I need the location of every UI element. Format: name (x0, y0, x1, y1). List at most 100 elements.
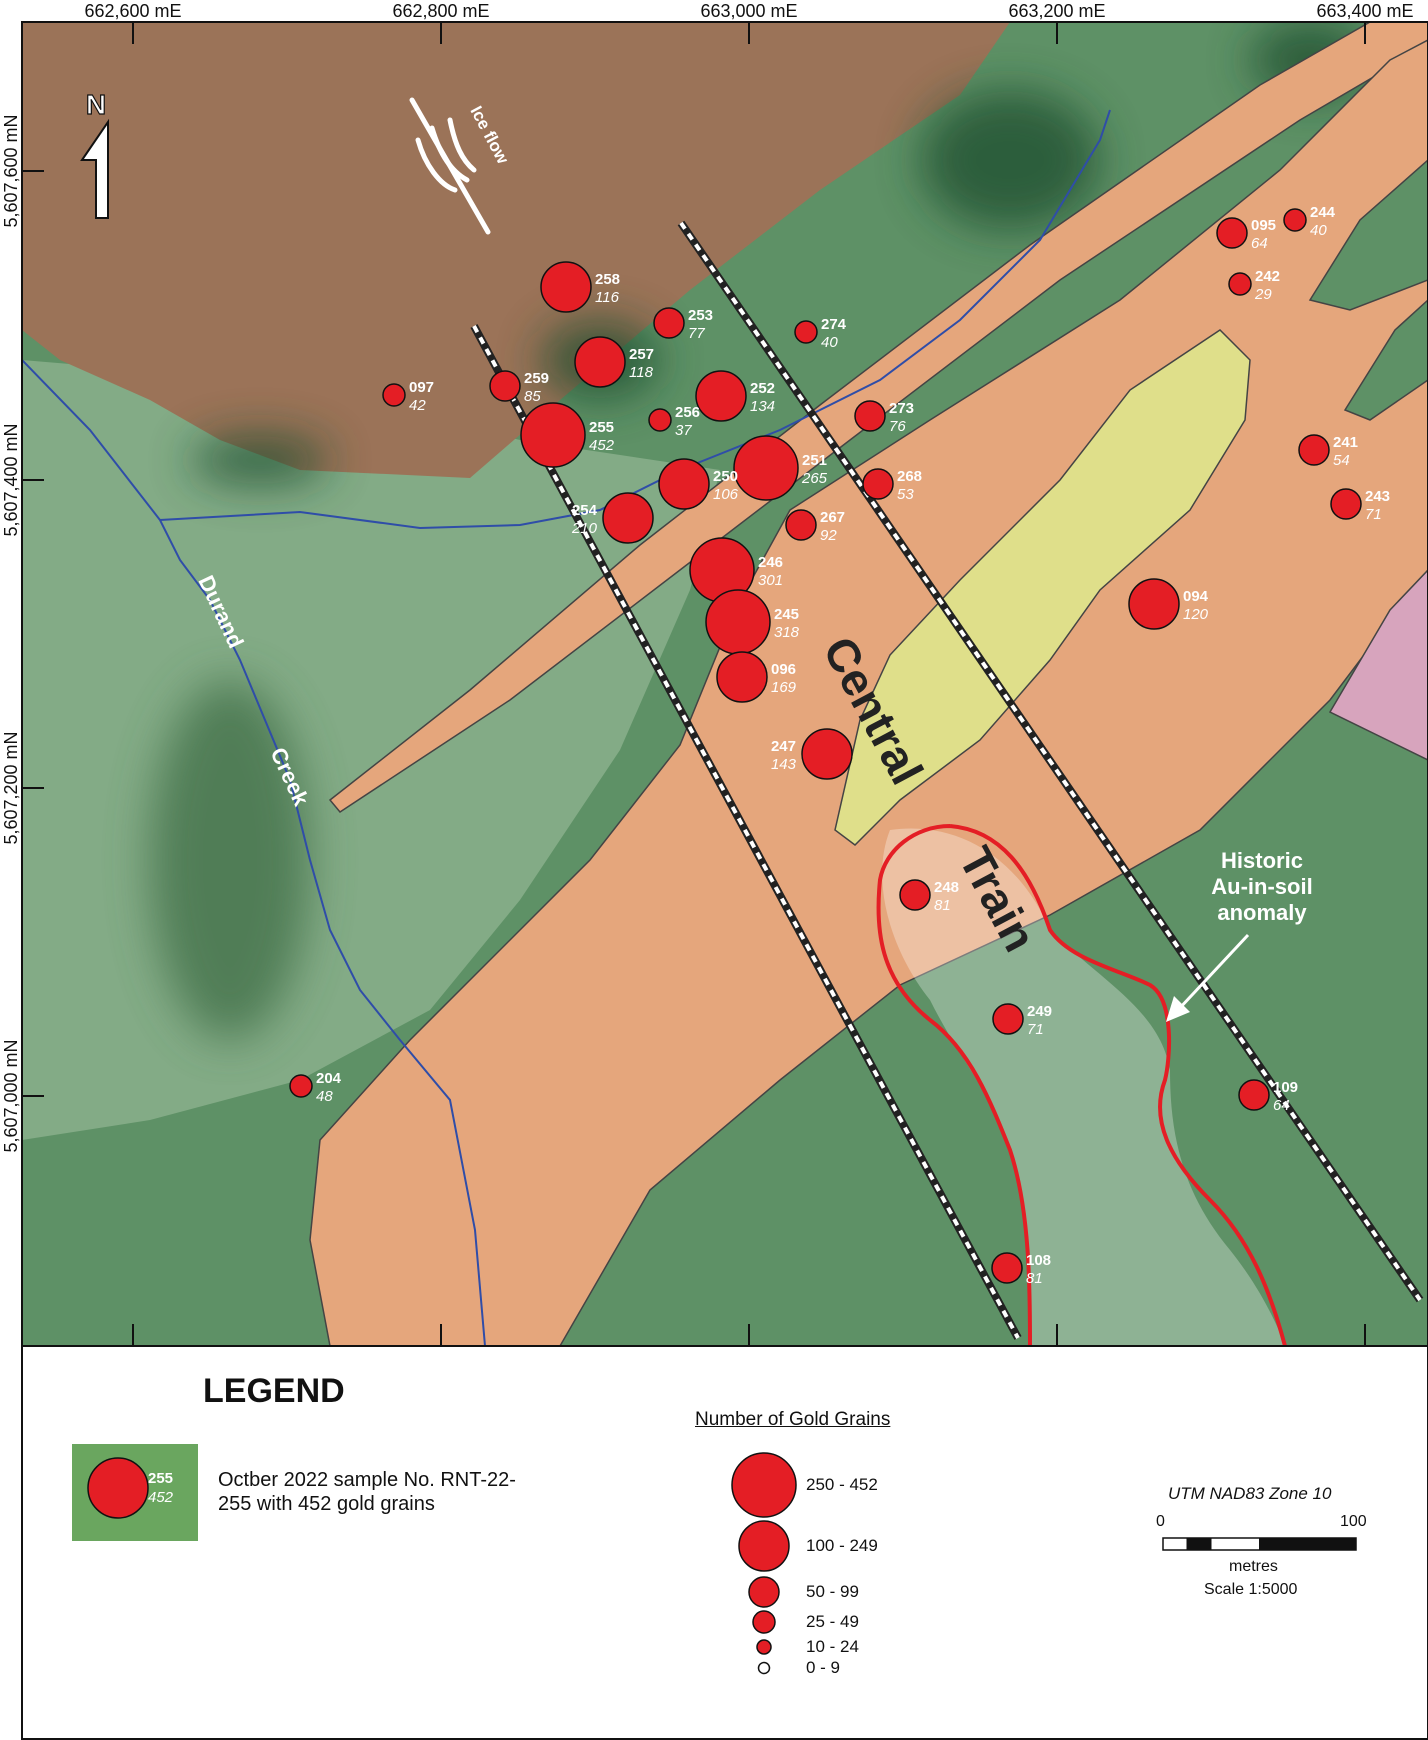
sample-id-label: 252 (750, 380, 775, 397)
sample-id-label: 253 (688, 307, 713, 324)
sample-symbol (733, 435, 799, 501)
class-symbol (756, 1639, 772, 1655)
scale-start-label: 0 (1156, 1513, 1165, 1530)
brown-unit (22, 22, 1010, 478)
pink-unit (1328, 568, 1428, 761)
sample-symbol (1216, 217, 1248, 249)
sample-symbol (785, 509, 817, 541)
sample-id-label: 250 (713, 468, 738, 485)
sample-symbol (991, 1252, 1023, 1284)
sample-grains-label: 53 (897, 486, 914, 503)
green-sliver (1308, 158, 1428, 311)
legend-example-grains: 452 (148, 1489, 174, 1506)
scale-end-label: 100 (1340, 1513, 1367, 1530)
scale-units-label: metres (1229, 1558, 1278, 1575)
orange-unit (309, 39, 1428, 1346)
sample-grains-label: 318 (774, 624, 800, 641)
sample-id-label: 096 (771, 661, 796, 678)
sample-grains-label: 120 (1183, 606, 1209, 623)
sample-id-label: 094 (1183, 588, 1209, 605)
anomaly-pointer-arrow-icon (1166, 933, 1250, 1022)
north-arrow-icon: N (80, 88, 109, 219)
frame-ticks (22, 22, 1366, 1346)
sample-id-label: 273 (889, 400, 914, 417)
sample-grains-label: 37 (675, 422, 692, 439)
sample-symbol (540, 261, 592, 313)
sample-grains-label: 64 (1251, 235, 1268, 252)
sample-grains-label: 134 (750, 398, 775, 415)
sample-id-label: 247 (771, 738, 796, 755)
sample-id-label: 241 (1333, 434, 1358, 451)
easting-label: 662,800 mE (392, 1, 489, 21)
projection-label: UTM NAD83 Zone 10 (1168, 1484, 1332, 1503)
sample-id-label: 249 (1027, 1003, 1052, 1020)
sample-grains-label: 76 (889, 418, 906, 435)
sample-id-label: 257 (629, 346, 654, 363)
anomaly-area (882, 828, 1285, 1346)
sample-symbol (794, 320, 818, 344)
sample-symbol (520, 402, 586, 468)
sample-symbol (648, 408, 672, 432)
class-label: 0 - 9 (806, 1658, 841, 1677)
class-symbol (748, 1576, 780, 1608)
sample-symbol (695, 370, 747, 422)
sample-grains-label: 71 (1365, 506, 1382, 523)
scale-ratio-label: Scale 1:5000 (1204, 1581, 1298, 1598)
sample-grains-label: 85 (524, 388, 541, 405)
anomaly-label-line: anomaly (1217, 900, 1307, 925)
sample-symbol (602, 492, 654, 544)
sample-symbol (1238, 1079, 1270, 1111)
sample-id-label: 254 (572, 502, 598, 519)
sample-id-label: 267 (820, 509, 845, 526)
sample-grains-label: 143 (771, 756, 797, 773)
sample-id-label: 258 (595, 271, 620, 288)
sample-grains-label: 42 (409, 397, 426, 414)
easting-label: 663,200 mE (1008, 1, 1105, 21)
grain-class-symbols (731, 1452, 797, 1675)
sample-symbol (382, 383, 406, 407)
sample-id-label: 251 (802, 452, 827, 469)
class-label: 50 - 99 (806, 1582, 859, 1601)
sample-grains-label: 54 (1333, 452, 1350, 469)
sample-symbol (992, 1003, 1024, 1035)
class-symbol (757, 1661, 771, 1675)
legend-title: LEGEND (203, 1372, 345, 1410)
northing-label: 5,607,000 mN (1, 1039, 21, 1152)
class-symbol (738, 1520, 790, 1572)
class-label: 100 - 249 (806, 1536, 878, 1555)
yellow-unit (834, 329, 1251, 846)
anomaly-outline (876, 824, 1287, 1346)
legend-example-id: 255 (148, 1470, 173, 1487)
sample-grains-label: 77 (688, 325, 705, 342)
sample-grains-label: 210 (571, 520, 598, 537)
north-label: N (86, 89, 106, 120)
sample-grains-label: 48 (316, 1088, 333, 1105)
sample-symbol (1283, 208, 1307, 232)
class-symbol (752, 1610, 776, 1634)
sample-symbol (289, 1074, 313, 1098)
sample-grains-label: 29 (1254, 286, 1272, 303)
sample-grains-label: 81 (1026, 1270, 1043, 1287)
northing-labels: 5,607,600 mN 5,607,400 mN 5,607,200 mN 5… (1, 114, 21, 1152)
sample-grains-label: 40 (821, 334, 838, 351)
sample-id-label: 243 (1365, 488, 1390, 505)
sample-symbol (1128, 578, 1180, 630)
sample-grains-label: 452 (589, 437, 615, 454)
sample-grains-label: 301 (758, 572, 783, 589)
sample-grains-label: 81 (934, 897, 951, 914)
sample-id-label: 109 (1273, 1079, 1298, 1096)
sample-symbol (862, 468, 894, 500)
central-train-corridor (470, 220, 1424, 1340)
sample-grains-label: 116 (595, 289, 620, 306)
sample-id-label: 204 (316, 1070, 342, 1087)
sample-id-label: 245 (774, 606, 799, 623)
sample-id-label: 248 (934, 879, 959, 896)
sample-id-label: 259 (524, 370, 549, 387)
sample-grains-label: 40 (1310, 222, 1327, 239)
sample-symbol (716, 651, 768, 703)
northing-label: 5,607,400 mN (1, 423, 21, 536)
legend-example: 255 452 (72, 1444, 198, 1541)
sample-grains-label: 71 (1027, 1021, 1044, 1038)
